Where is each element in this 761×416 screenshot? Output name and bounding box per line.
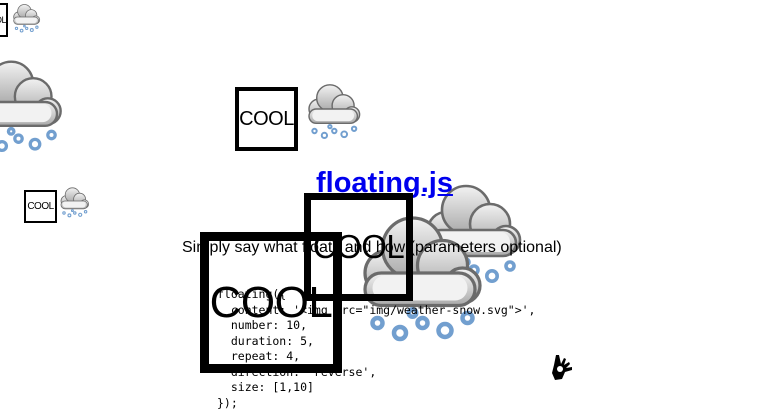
weather-snow-icon (298, 76, 364, 142)
code-line: number: 10, (217, 318, 308, 332)
weather-snow-icon (0, 32, 68, 172)
intro-text: Simply say what floats and how (paramete… (182, 239, 562, 256)
cool-badge: COOL (200, 232, 342, 373)
cool-badge: COOL (235, 87, 298, 151)
weather-snow-icon (55, 183, 91, 219)
cool-badge: COOL (304, 193, 413, 301)
ok-hand-icon (552, 355, 572, 380)
code-line: duration: 5, (217, 333, 314, 348)
code-line: size: [1,10] (217, 380, 314, 394)
code-line: }); (217, 395, 238, 410)
cool-badge: COOL (24, 190, 57, 223)
code-line: content: '<img src="img/weather-snow.svg… (217, 302, 536, 317)
code-line: floating({ (217, 287, 287, 301)
weather-snow-icon (8, 0, 42, 34)
cool-badge: COOL (0, 3, 8, 37)
code-line: repeat: 4, (217, 349, 301, 363)
